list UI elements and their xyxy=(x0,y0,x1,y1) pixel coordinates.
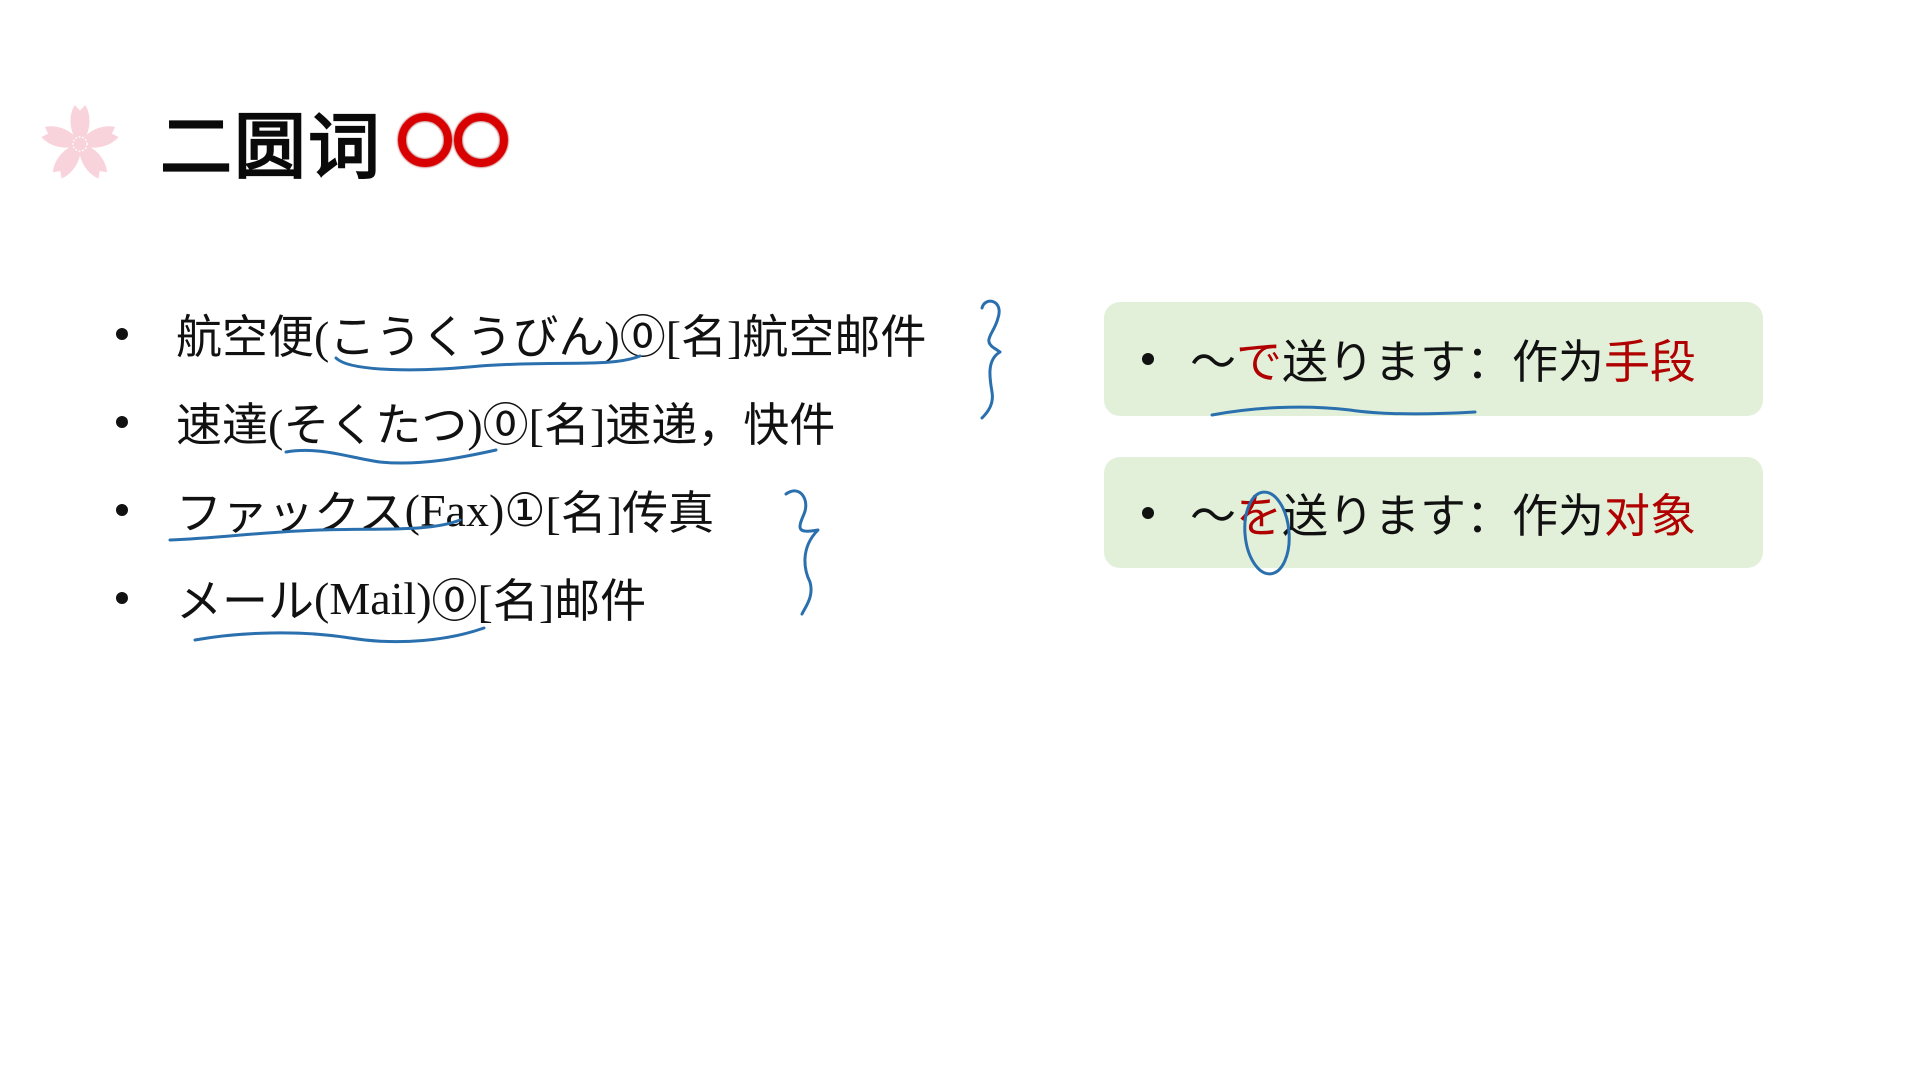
grammar-verb: 送ります： xyxy=(1282,490,1512,542)
vocab-meaning: 传真 xyxy=(622,488,715,539)
vocab-pos: [名] xyxy=(545,488,623,539)
vocab-meaning: 邮件 xyxy=(554,576,647,627)
vocab-accent: ⓪ xyxy=(431,576,478,627)
grammar-particle: を xyxy=(1236,490,1282,542)
grammar-explain: 作为 xyxy=(1512,337,1604,388)
vocab-item-sokutatsu: 速達 (そくたつ) ⓪ [名] 速递，快件 xyxy=(110,378,926,466)
vocab-word: メール xyxy=(176,576,314,627)
grammar-verb: 送ります： xyxy=(1282,337,1512,388)
vocab-accent: ① xyxy=(504,485,546,536)
vocab-reading: (こうくうびん) xyxy=(314,312,620,363)
bullet-icon xyxy=(116,328,128,340)
grammar-prefix: ～ xyxy=(1190,337,1236,388)
vocab-word: 航空便 xyxy=(176,312,314,363)
bullet-icon xyxy=(1142,353,1154,365)
grammar-highlight: 对象 xyxy=(1604,490,1696,542)
grammar-particle: で xyxy=(1236,337,1282,388)
vocab-meaning: 速递，快件 xyxy=(605,400,836,451)
vocab-pos: [名] xyxy=(665,312,743,363)
title-text: 二圆词 xyxy=(160,104,383,189)
vocab-accent: ⓪ xyxy=(482,400,529,451)
vocab-item-mail: メール (Mail) ⓪ [名] 邮件 xyxy=(110,554,926,642)
vocab-word: ファックス xyxy=(176,488,405,539)
red-circle-icon xyxy=(398,113,453,167)
vocab-reading: (Mail) xyxy=(314,572,432,624)
bullet-icon xyxy=(116,416,128,428)
double-red-circle-icon xyxy=(398,113,509,167)
vocab-accent: ⓪ xyxy=(619,312,666,363)
bullet-icon xyxy=(116,592,128,604)
vocab-item-kokuubin: 航空便 (こうくうびん) ⓪ [名] 航空邮件 xyxy=(110,290,926,378)
grammar-prefix: ～ xyxy=(1190,490,1236,542)
sakura-flower-icon xyxy=(40,105,120,181)
vocab-reading: (そくたつ) xyxy=(268,400,483,451)
vocab-word: 速達 xyxy=(176,400,268,451)
grammar-box-wo: ～ を 送ります： 作为 对象 xyxy=(1104,457,1763,568)
vocab-reading: (Fax) xyxy=(404,484,505,536)
vocab-list: 航空便 (こうくうびん) ⓪ [名] 航空邮件 速達 (そくたつ) ⓪ [名] … xyxy=(110,290,926,642)
bullet-icon xyxy=(116,504,128,516)
grammar-explain: 作为 xyxy=(1512,490,1604,542)
brace-right-1 xyxy=(980,299,1002,420)
bullet-icon xyxy=(1142,506,1154,519)
page-title: 二圆词 xyxy=(160,100,509,189)
vocab-pos: [名] xyxy=(477,576,555,627)
red-circle-icon xyxy=(454,113,509,167)
grammar-box-de: ～ で 送ります： 作为 手段 xyxy=(1104,302,1763,416)
vocab-item-fax: ファックス (Fax) ① [名] 传真 xyxy=(110,466,926,554)
grammar-highlight: 手段 xyxy=(1604,337,1696,388)
vocab-pos: [名] xyxy=(528,400,606,451)
vocab-meaning: 航空邮件 xyxy=(742,312,927,363)
